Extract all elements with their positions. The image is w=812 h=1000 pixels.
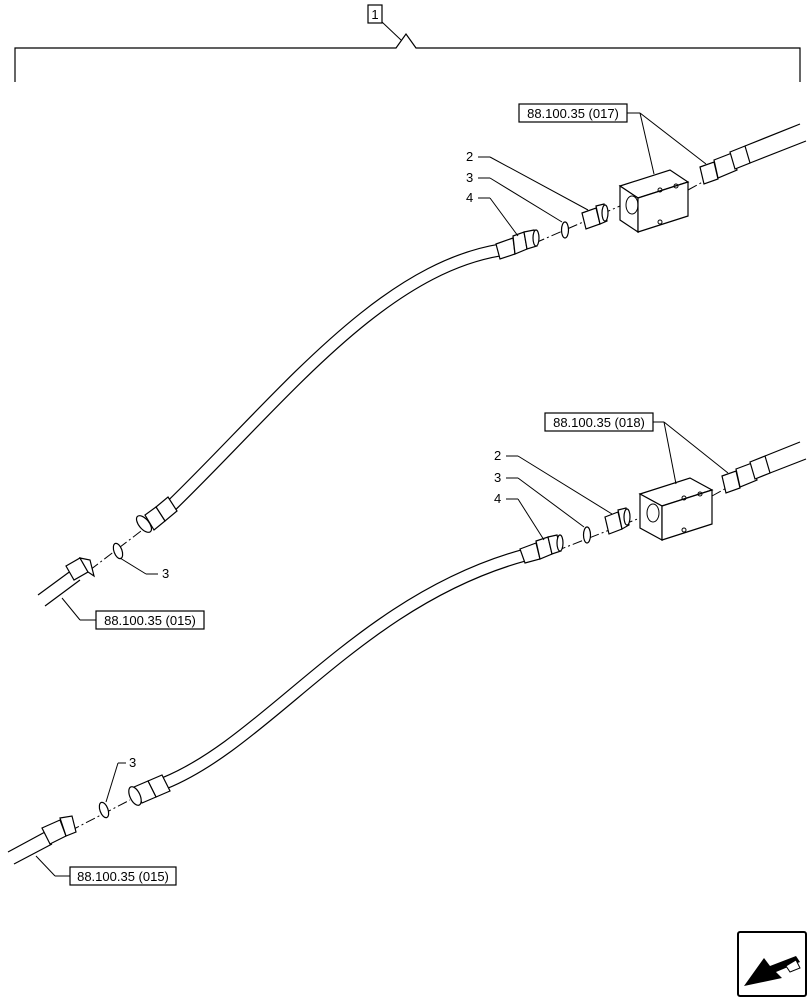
top-hose-upper-end	[495, 229, 540, 260]
assembly-label: 1	[371, 7, 378, 22]
assembly-bracket: 1	[14, 4, 801, 82]
bottom-hose-lower-end	[128, 774, 171, 806]
bottom-hose	[162, 548, 527, 790]
top-callout-oring-bottom: 3	[162, 566, 169, 581]
top-valve-ref-text: 88.100.35 (017)	[527, 106, 619, 121]
assembly-label-box	[367, 4, 383, 24]
top-source-ref: 88.100.35 (015)	[61, 597, 205, 630]
top-incoming-pipe	[687, 123, 807, 191]
top-source-ref-text: 88.100.35 (015)	[104, 613, 196, 628]
bottom-assembly: 2 3 4 3 88.100.35 (018) 88.100.35 (015)	[7, 412, 807, 886]
bottom-source-ref-text: 88.100.35 (015)	[77, 869, 169, 884]
bottom-oring-lower	[98, 801, 110, 819]
top-callout-hose: 4	[466, 190, 473, 205]
top-hose	[167, 243, 502, 510]
top-oring-upper	[560, 221, 570, 239]
next-page-arrow-icon[interactable]	[737, 931, 807, 997]
bottom-valve-ref: 88.100.35 (018)	[544, 412, 729, 485]
bottom-callout-oring: 3	[494, 470, 501, 485]
bottom-callouts: 2 3 4 3	[105, 448, 613, 803]
top-callout-fitting: 2	[466, 149, 473, 164]
bottom-hose-upper-end	[519, 534, 564, 564]
bottom-oring-upper	[582, 526, 592, 544]
top-hose-lower-end	[135, 496, 178, 533]
bottom-callout-fitting: 2	[494, 448, 501, 463]
top-assembly: 2 3 4 3 88.100.35 (017) 88.100.35 (015)	[37, 103, 807, 630]
top-adapter-fitting	[581, 203, 609, 230]
bottom-callout-oring-bottom: 3	[129, 755, 136, 770]
bottom-source-pipe	[7, 815, 77, 865]
top-valve-ref: 88.100.35 (017)	[518, 103, 707, 175]
bottom-callout-hose: 4	[494, 491, 501, 506]
top-callouts: 2 3 4 3	[119, 149, 589, 581]
top-source-pipe	[37, 557, 95, 607]
top-valve-block	[618, 169, 690, 234]
top-callout-oring: 3	[466, 170, 473, 185]
bottom-valve-ref-text: 88.100.35 (018)	[553, 415, 645, 430]
bottom-adapter-fitting	[604, 507, 631, 535]
bottom-incoming-pipe	[711, 441, 807, 497]
bottom-valve-block	[638, 477, 714, 542]
bottom-source-ref: 88.100.35 (015)	[35, 855, 177, 886]
